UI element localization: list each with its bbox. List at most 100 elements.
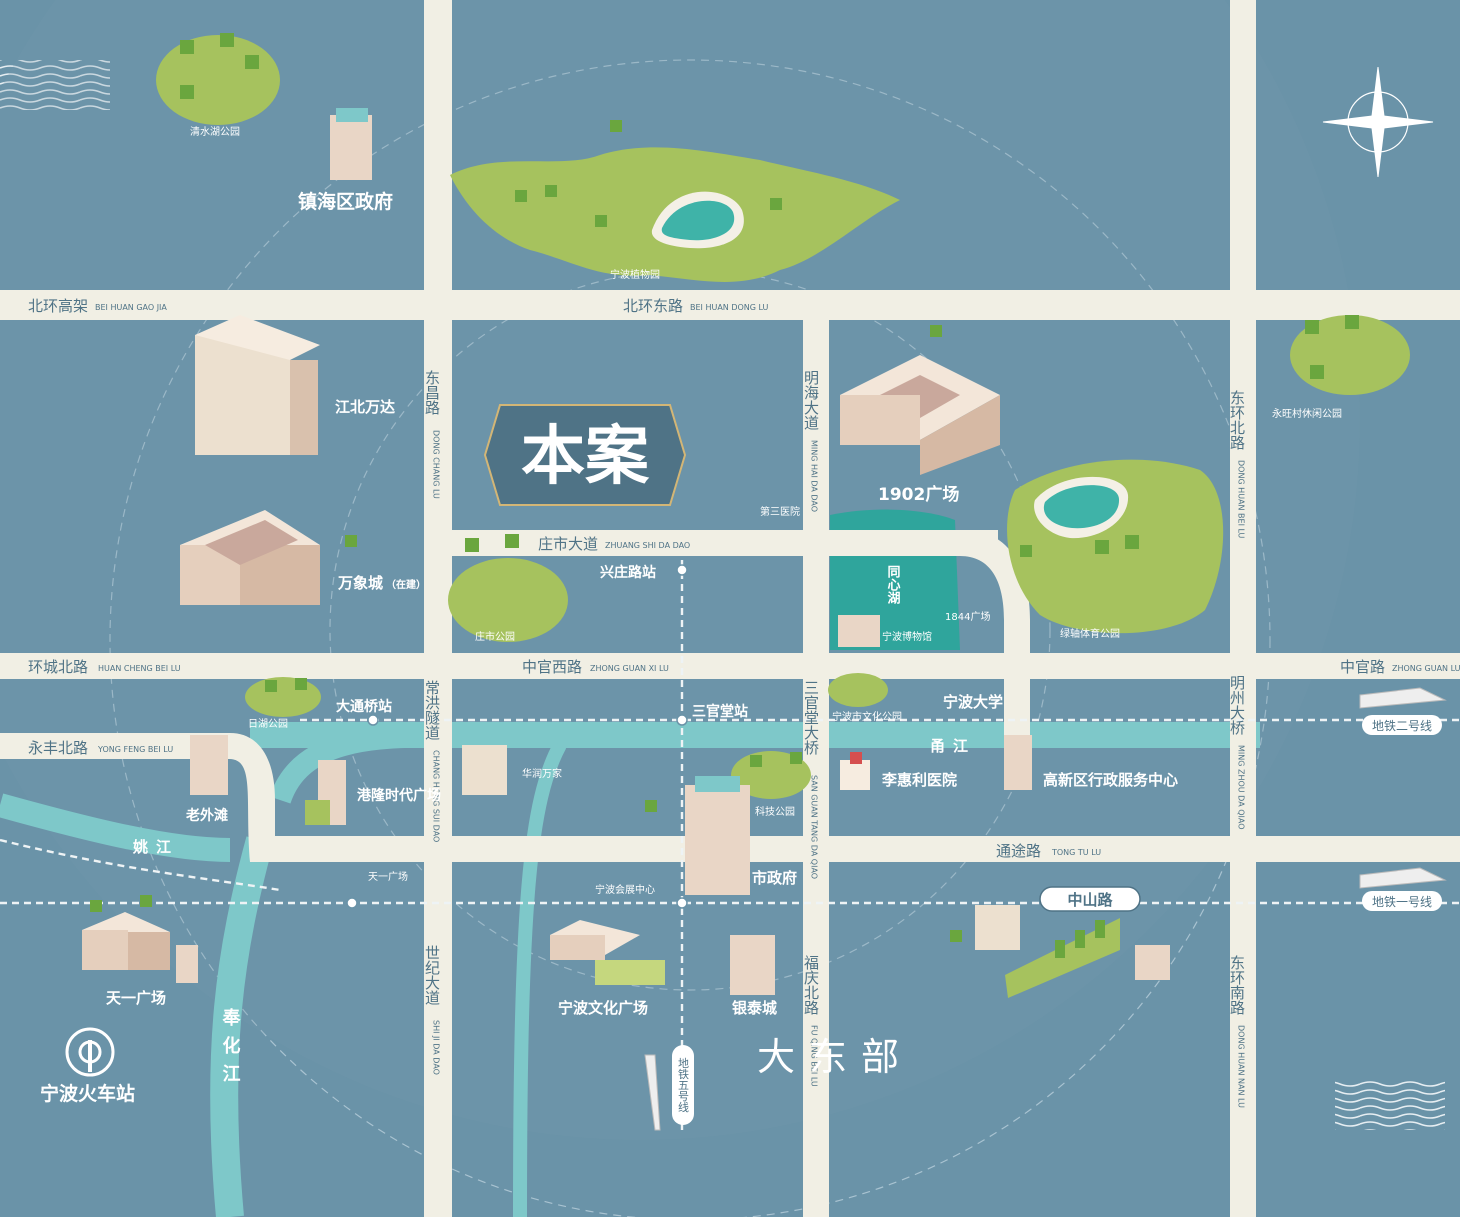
road-dongchang — [424, 0, 452, 1217]
svg-text:通途路: 通途路 — [996, 842, 1041, 860]
svg-text:东昌路: 东昌路 — [423, 370, 441, 415]
svg-text:BEI HUAN DONG LU: BEI HUAN DONG LU — [690, 303, 769, 312]
svg-text:第三医院: 第三医院 — [760, 505, 800, 518]
landmark-labels: 镇海区政府 江北万达 万象城 （在建） 1902广场 宁波大学 李惠利医院 高新… — [40, 190, 1178, 1105]
svg-text:DONG HUAN NAN LU: DONG HUAN NAN LU — [1237, 1025, 1246, 1108]
train-icon — [644, 687, 1447, 1131]
svg-text:福庆北路: 福庆北路 — [802, 955, 820, 1015]
svg-text:宁波火车站: 宁波火车站 — [40, 1082, 135, 1105]
botanical-pond-water — [661, 200, 735, 241]
metro-lines — [0, 560, 1460, 1130]
dongbu-building — [975, 905, 1170, 980]
svg-text:ZHUANG SHI DA DAO: ZHUANG SHI DA DAO — [605, 541, 690, 550]
metro-pills: 地铁二号线 地铁一号线 — [672, 715, 1442, 1125]
svg-text:常洪隧道: 常洪隧道 — [423, 680, 441, 740]
svg-text:宁波市文化公园: 宁波市文化公园 — [832, 710, 902, 723]
road-north-ring-corner — [800, 290, 829, 320]
svg-text:甬江: 甬江 — [930, 737, 976, 755]
svg-text:北环东路: 北环东路 — [623, 297, 683, 315]
svg-text:高新区行政服务中心: 高新区行政服务中心 — [1043, 771, 1178, 789]
riverside-park — [245, 677, 321, 717]
svg-text:李惠利医院: 李惠利医院 — [881, 771, 957, 789]
svg-text:MING HAI DA DAO: MING HAI DA DAO — [810, 440, 819, 512]
huarun-building — [462, 745, 507, 795]
rivers — [0, 509, 1260, 1217]
svg-text:DONG CHANG LU: DONG CHANG LU — [432, 430, 441, 499]
laowaitan-building — [190, 735, 228, 795]
svg-text:三官堂大桥: 三官堂大桥 — [802, 680, 820, 755]
svg-text:HUAN CHENG BEI LU: HUAN CHENG BEI LU — [98, 664, 181, 673]
ponds — [651, 191, 1129, 539]
svg-text:东环北路: 东环北路 — [1228, 390, 1246, 450]
zhuangshi-park — [448, 558, 568, 642]
project-label: 本案 — [521, 420, 650, 494]
svg-text:YONG FENG BEI LU: YONG FENG BEI LU — [97, 745, 173, 754]
railway-station-icon[interactable] — [65, 1027, 115, 1077]
metro-line5-label: 地铁五号线 — [677, 1057, 690, 1112]
svg-text:世纪大道: 世纪大道 — [423, 945, 441, 1005]
metro-line2-label: 地铁二号线 — [1372, 719, 1432, 733]
svg-text:明海大道: 明海大道 — [802, 370, 820, 430]
1902-building — [840, 355, 1000, 475]
wave-decoration — [1335, 1080, 1445, 1130]
svg-text:镇海区政府: 镇海区政府 — [298, 190, 393, 213]
svg-text:宁波文化广场: 宁波文化广场 — [558, 999, 648, 1017]
svg-text:明州大桥: 明州大桥 — [1228, 675, 1246, 735]
road-huancheng — [0, 653, 1460, 679]
ganglong-building — [305, 760, 346, 825]
svg-text:中官路: 中官路 — [1340, 658, 1385, 676]
branch-river — [513, 741, 567, 1217]
svg-text:环城北路: 环城北路 — [28, 658, 88, 676]
svg-text:华润万家: 华润万家 — [522, 767, 562, 780]
svg-text:ZHONG GUAN LU: ZHONG GUAN LU — [1392, 664, 1460, 673]
road-tongtu — [250, 836, 1460, 862]
radius-circle-large — [109, 59, 1271, 1217]
yaojiang-river — [0, 793, 231, 862]
svg-text:FU QING BEI LU: FU QING BEI LU — [810, 1025, 819, 1087]
svg-text:北环高架: 北环高架 — [28, 297, 88, 315]
svg-text:市政府: 市政府 — [752, 869, 797, 887]
svg-text:1902广场: 1902广场 — [878, 484, 959, 505]
metro-line1-label: 地铁一号线 — [1372, 895, 1432, 909]
svg-text:科技公园: 科技公园 — [755, 805, 795, 818]
svg-text:姚江: 姚江 — [132, 838, 179, 856]
metro-station-markers — [346, 564, 688, 909]
project-marker[interactable]: 本案 — [483, 404, 687, 506]
green-axis-pond-water — [1043, 485, 1120, 529]
svg-text:（在建）: （在建） — [386, 578, 426, 591]
yintai-building — [730, 935, 775, 995]
svg-text:银泰城: 银泰城 — [732, 999, 777, 1017]
yongjiang-bend — [269, 725, 451, 805]
svg-text:1844广场: 1844广场 — [945, 610, 990, 623]
culture-park — [828, 673, 888, 707]
svg-text:SHI JI DA DAO: SHI JI DA DAO — [432, 1020, 441, 1075]
river-labels: 甬江 姚江 奉化江 同心湖 — [132, 565, 976, 1092]
svg-text:永丰北路: 永丰北路 — [28, 739, 88, 757]
tianyi-building — [82, 912, 198, 983]
museum-building — [838, 615, 880, 647]
svg-text:奉化江: 奉化江 — [220, 1007, 242, 1092]
svg-text:TONG TU LU: TONG TU LU — [1051, 848, 1101, 857]
svg-text:日湖公园: 日湖公园 — [248, 718, 288, 730]
lihuili-building — [840, 752, 870, 790]
svg-text:宁波大学: 宁波大学 — [943, 693, 1003, 711]
svg-text:同心湖: 同心湖 — [885, 565, 901, 605]
fenghua-river — [210, 836, 274, 1217]
svg-text:万象城: 万象城 — [337, 574, 383, 592]
svg-text:江北万达: 江北万达 — [335, 398, 395, 416]
svg-text:宁波博物馆: 宁波博物馆 — [882, 630, 932, 643]
svg-text:BEI HUAN GAO JIA: BEI HUAN GAO JIA — [95, 303, 167, 312]
trees — [90, 33, 1359, 958]
zhongshan-pill — [1039, 886, 1141, 912]
jiangbei-wanda-building — [195, 315, 320, 455]
svg-text:天一广场: 天一广场 — [106, 989, 166, 1007]
small-labels: 清水湖公园 宁波植物园 永旺村休闲公园 绿轴体育公园 科技公园 庄市公园 日湖公… — [190, 125, 1342, 896]
svg-text:永旺村休闲公园: 永旺村休闲公园 — [1272, 407, 1342, 420]
road-labels: 北环高架 BEI HUAN GAO JIA 北环东路 BEI HUAN DONG… — [28, 297, 1460, 1108]
svg-text:港隆时代广场: 港隆时代广场 — [357, 787, 441, 804]
svg-text:兴庄路站: 兴庄路站 — [600, 564, 656, 581]
svg-text:CHANG HONG SUI DAO: CHANG HONG SUI DAO — [432, 750, 441, 842]
road-zhuangshi — [438, 530, 998, 556]
